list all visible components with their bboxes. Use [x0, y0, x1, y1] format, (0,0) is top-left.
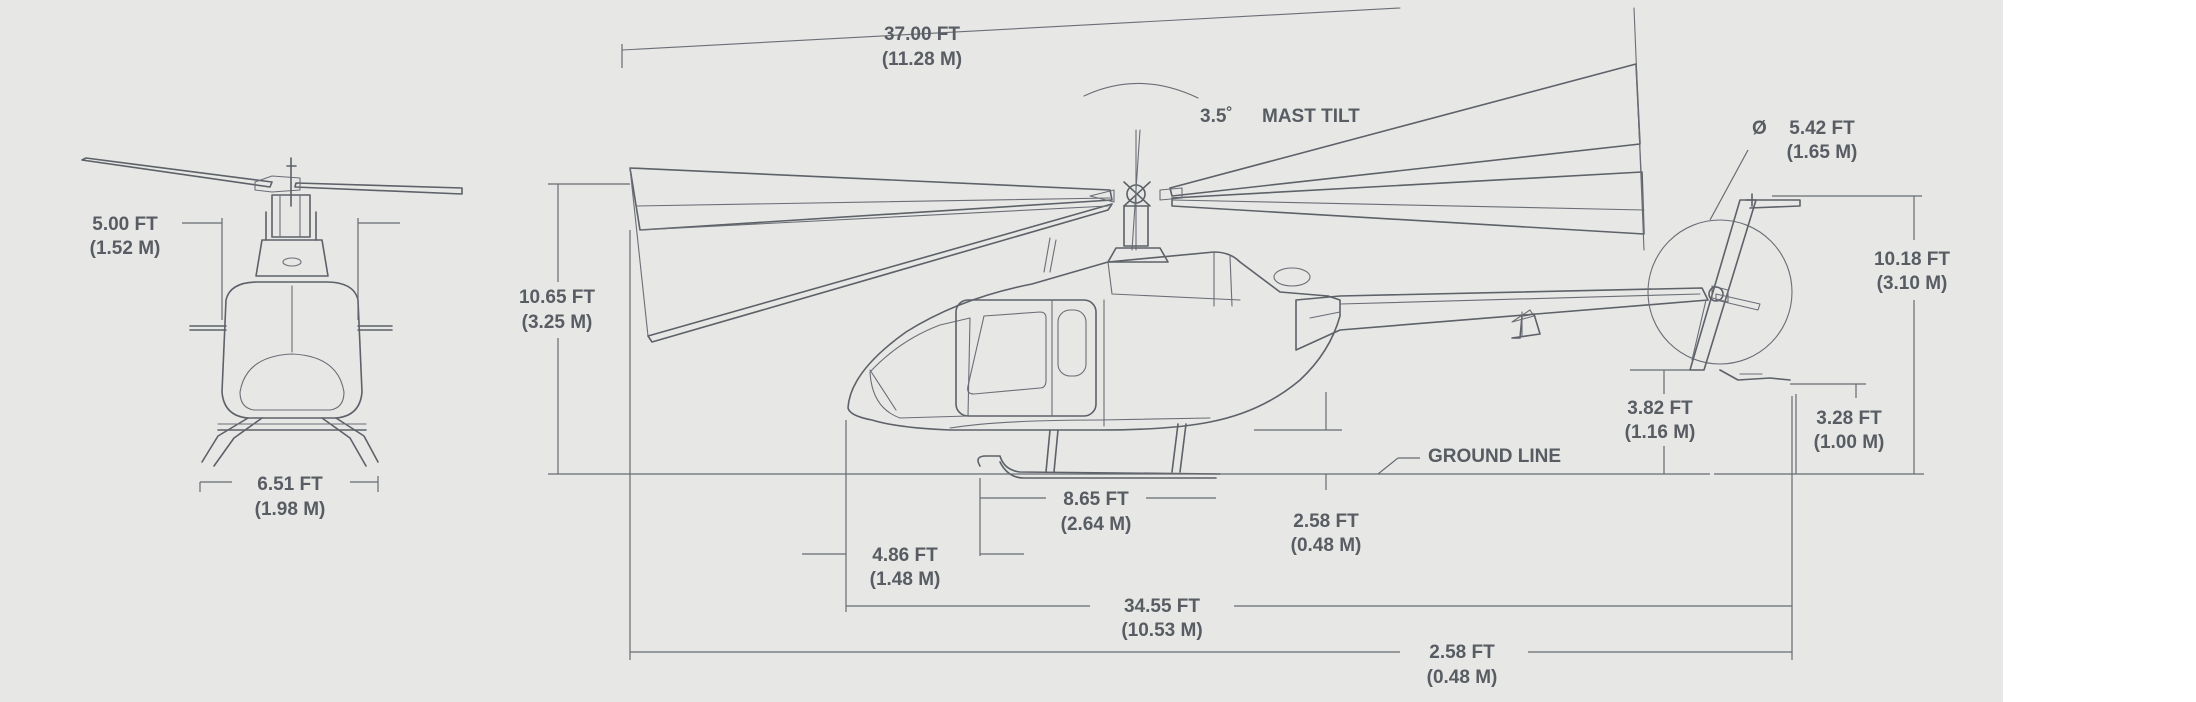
- tail-rotor-diameter-m: (1.65 M): [1787, 142, 1858, 163]
- cabin-floor-ft: 2.58 FT: [1293, 511, 1359, 532]
- overall-height-m: (3.25 M): [522, 312, 593, 333]
- front-rotor-height-ft: 5.00 FT: [92, 214, 158, 235]
- tail-height-ft: 10.18 FT: [1874, 249, 1950, 270]
- front-rotor-height-m: (1.52 M): [90, 238, 161, 259]
- cabin-floor-m: (0.48 M): [1291, 535, 1362, 556]
- overall-height-ft: 10.65 FT: [519, 287, 595, 308]
- nose-to-skid-m: (1.48 M): [870, 569, 941, 590]
- side-view: 37.00 FT (11.28 M) 3.5˚ MAST TILT 10.65 …: [519, 7, 1950, 688]
- side-skids: [977, 423, 1221, 479]
- tailboom: [1295, 287, 1709, 351]
- nose-to-skid-ft: 4.86 FT: [872, 545, 938, 566]
- front-skid-width-ft: 6.51 FT: [257, 474, 323, 495]
- fuselage-length-dim: [846, 396, 1793, 660]
- diagram-background: [0, 0, 2003, 702]
- overall-length-dim: [629, 230, 1792, 660]
- tailboom-clearance-dim: [1630, 369, 1690, 474]
- nose-to-skid-dim: [802, 420, 847, 612]
- tail-height-m: (3.10 M): [1877, 273, 1948, 294]
- mast-tilt-label: MAST TILT: [1262, 106, 1360, 127]
- overall-height-dim: [548, 183, 630, 474]
- rotor-diameter-ft: 37.00 FT: [884, 24, 960, 45]
- tail-rotor-diameter-dim: [1709, 149, 1749, 221]
- tailboom-clearance-ft: 3.82 FT: [1627, 398, 1693, 419]
- mast-tilt-deg: 3.5˚: [1200, 106, 1233, 127]
- tail-rotor-diameter-symbol: Ø: [1752, 118, 1767, 139]
- ground-line-label: GROUND LINE: [1428, 446, 1561, 467]
- skid-length-dim: [979, 478, 1216, 556]
- skid-length-ft: 8.65 FT: [1063, 489, 1129, 510]
- fuselage-length-m: (10.53 M): [1121, 620, 1202, 641]
- fuselage-length-ft: 34.55 FT: [1124, 596, 1200, 617]
- tail-skid-clearance-dim: [1790, 383, 1866, 474]
- tailboom-clearance-m: (1.16 M): [1625, 422, 1696, 443]
- front-skid-width-dim: [199, 476, 379, 492]
- skid-length-m: (2.64 M): [1061, 514, 1132, 535]
- front-rotor-height-dim: [182, 218, 400, 320]
- main-rotor-disc: [621, 7, 1645, 343]
- tail-rotor: [1647, 193, 1801, 381]
- overall-length-ft: 2.58 FT: [1429, 642, 1495, 663]
- front-fuselage: [189, 281, 393, 419]
- overall-length-m: (0.48 M): [1427, 667, 1498, 688]
- tail-height-dim: [1714, 195, 1924, 475]
- front-skid-width-m: (1.98 M): [255, 499, 326, 520]
- tail-skid-clearance-ft: 3.28 FT: [1816, 408, 1882, 429]
- rotor-diameter-m: (11.28 M): [882, 49, 962, 70]
- front-view: 5.00 FT (1.52 M) 6.51 FT (1.98 M): [81, 157, 463, 520]
- cabin-floor-dim: [1254, 392, 1342, 490]
- tail-rotor-diameter-ft: 5.42 FT: [1789, 118, 1855, 139]
- front-main-rotor: [81, 157, 463, 207]
- front-skids: [201, 417, 379, 467]
- tail-skid-clearance-m: (1.00 M): [1814, 432, 1885, 453]
- mast-tilt-indicator: [1083, 82, 1199, 251]
- mast-cowling: [1043, 205, 1169, 273]
- front-mast: [255, 194, 329, 277]
